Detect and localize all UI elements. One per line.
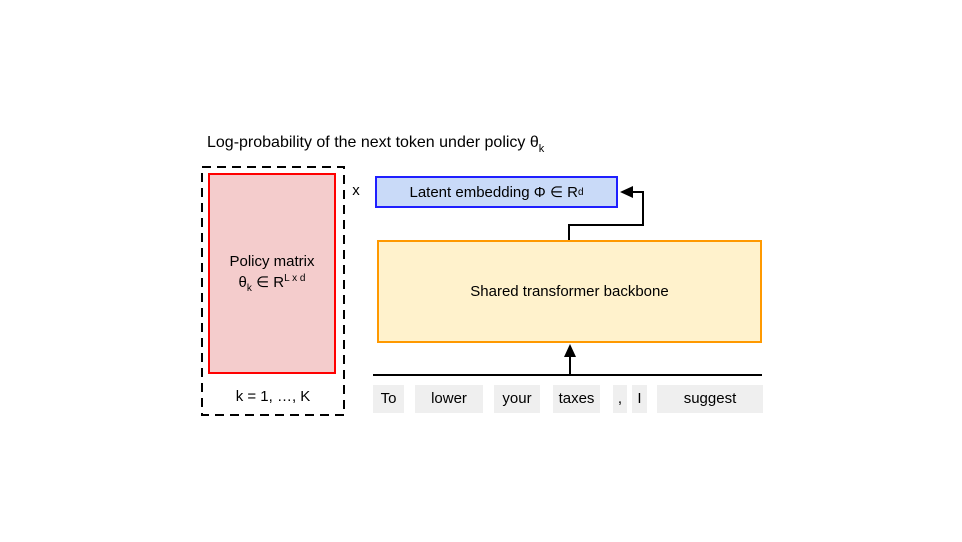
token: your: [494, 385, 540, 413]
title-theta-subscript: k: [538, 143, 545, 155]
multiply-symbol: x: [352, 182, 360, 199]
theta-subscript: k: [246, 283, 252, 294]
input-arrowhead-icon: [564, 344, 576, 357]
token: lower: [415, 385, 483, 413]
element-of-r: ∈ R: [251, 274, 285, 291]
policy-matrix-box: Policy matrix θk ∈ RL x d: [208, 173, 336, 374]
backbone-label: Shared transformer backbone: [470, 283, 669, 300]
policy-matrix-formula: θk ∈ RL x d: [239, 272, 306, 296]
token: taxes: [553, 385, 600, 413]
title-text: Log-probability of the next token under …: [207, 134, 539, 151]
latent-dimension-superscript: d: [577, 186, 584, 198]
token: suggest: [657, 385, 763, 413]
policy-matrix-label-text: Policy matrix: [229, 253, 315, 270]
dimension-superscript: L x d: [284, 273, 306, 284]
backbone-box: Shared transformer backbone: [377, 240, 762, 343]
policy-index-range: k = 1, …, K: [235, 388, 311, 405]
embedding-arrowhead-icon: [620, 186, 633, 198]
policy-matrix-label: Policy matrix: [229, 251, 314, 272]
token: ,: [613, 385, 627, 413]
latent-embedding-label: Latent embedding Φ ∈ R: [409, 184, 578, 201]
token: To: [373, 385, 404, 413]
diagram-title: Log-probability of the next token under …: [207, 134, 544, 155]
token: I: [632, 385, 647, 413]
theta-symbol: θ: [238, 274, 247, 291]
